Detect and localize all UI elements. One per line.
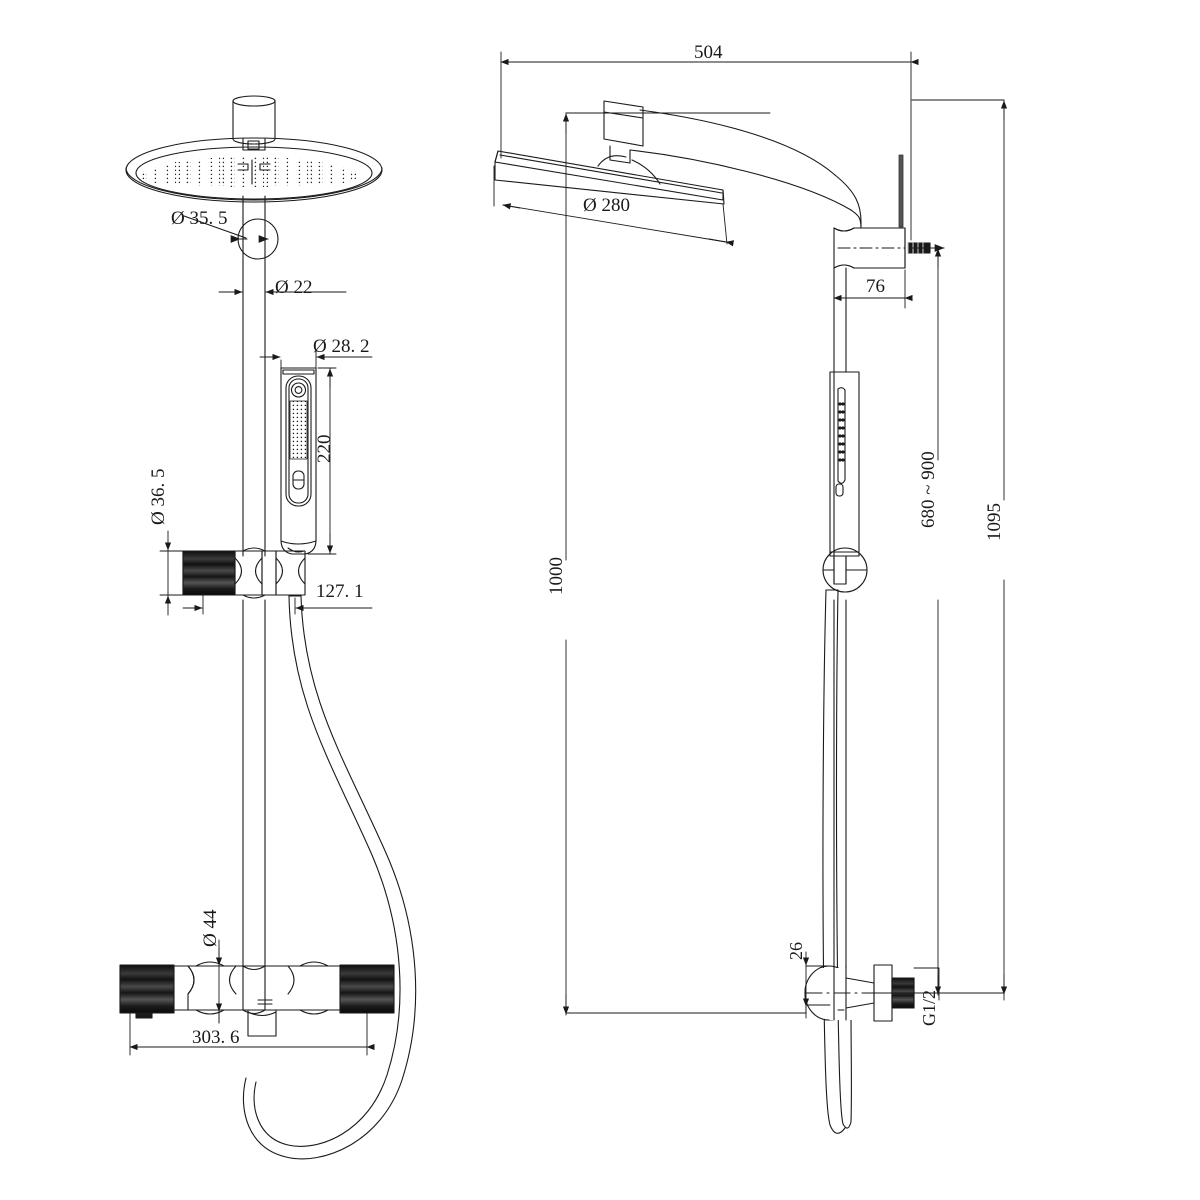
dim-label-len-127-1: 127. 1: [316, 581, 364, 602]
side-riser-rail: [833, 267, 847, 987]
dim-label-len-303-6: 303. 6: [192, 1027, 240, 1048]
front-view-group: [119, 95, 417, 1160]
dim-label-dia-22: Ø 22: [275, 277, 312, 298]
dim-label-dia-28-2: Ø 28. 2: [313, 336, 369, 357]
dim-label-range-680-900: 680 ~ 900: [918, 451, 939, 528]
dimension-labels: Ø 35. 5 Ø 22 Ø 28. 2 220 Ø 36. 5 127. 1 …: [148, 42, 1005, 1048]
dim-label-len-76: 76: [866, 276, 885, 297]
dim-label-dia-280: Ø 280: [583, 195, 630, 216]
dim-label-dia-35-5: Ø 35. 5: [171, 208, 227, 229]
flexible-hose: [242, 595, 417, 1160]
overhead-rain-shower-head: [125, 137, 383, 203]
thermostatic-mixer-valve: [119, 961, 395, 1037]
side-view-group: [493, 51, 1008, 1134]
side-dimensions: [493, 51, 1008, 1019]
side-flexible-hose: [822, 589, 852, 1134]
dim-label-len-504: 504: [694, 42, 723, 63]
handheld-shower-wand: [280, 367, 317, 555]
front-dimensions: [129, 199, 375, 1056]
dim-label-len-26: 26: [786, 942, 806, 960]
dim-label-dia-36-5: Ø 36. 5: [148, 469, 169, 525]
dim-label-thread-g12: G1/2: [919, 990, 939, 1026]
side-handheld-wand: [829, 371, 860, 557]
shower-head-swivel-joint: [232, 95, 276, 151]
sliding-bracket-holder: [182, 547, 306, 599]
dim-label-dia-44: Ø 44: [200, 909, 221, 947]
nozzle-pattern: [142, 157, 356, 187]
detail-circle-35-5: [183, 215, 279, 260]
holder-ring: [822, 547, 868, 593]
dim-label-len-1095: 1095: [984, 503, 1005, 541]
dim-label-len-1000: 1000: [546, 557, 567, 595]
shower-arm: [603, 100, 862, 229]
dim-label-len-220: 220: [314, 435, 335, 464]
overhead-rain-shower-head-tilted: [494, 150, 725, 205]
